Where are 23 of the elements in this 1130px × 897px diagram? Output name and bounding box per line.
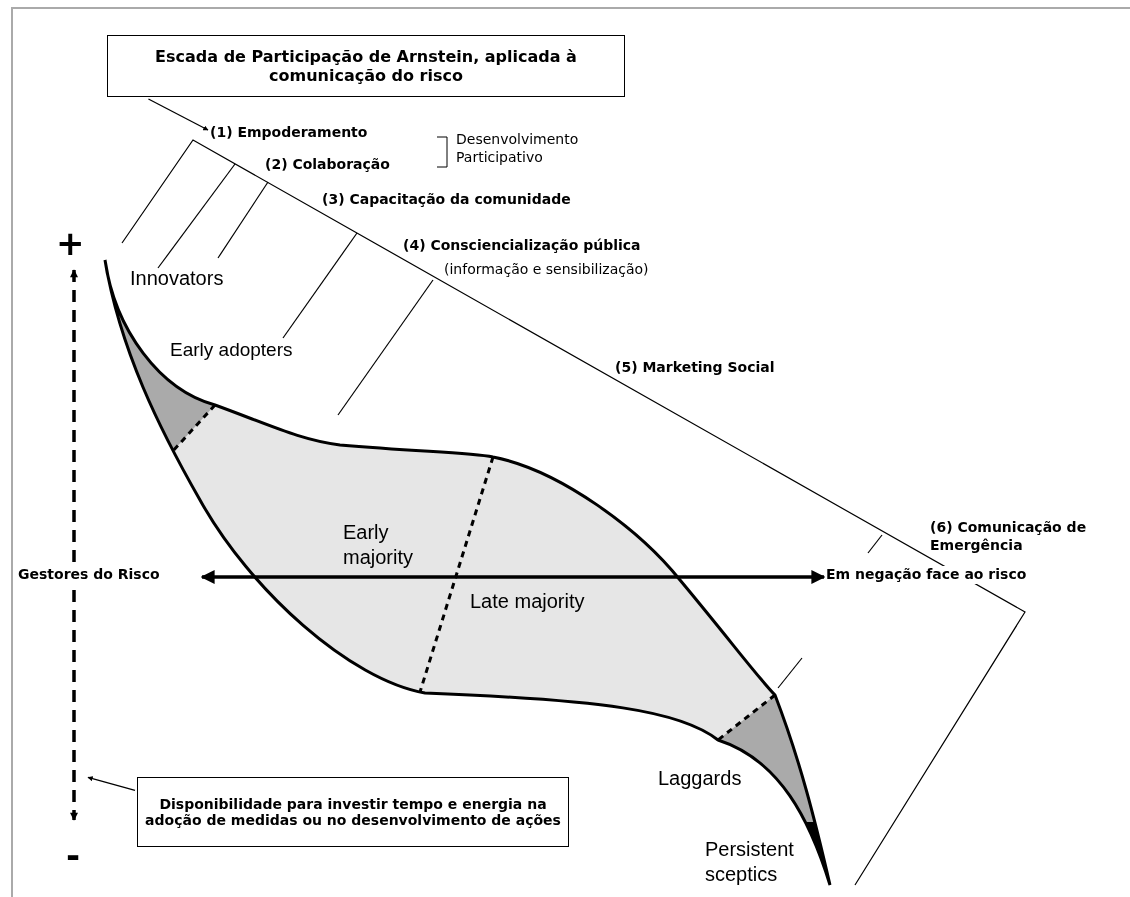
minus-sign: - [66,838,81,872]
step-label: (2) Colaboração [265,156,390,174]
title-box: Escada de Participação de Arnstein, aplicada à comunicação do risco [107,35,625,97]
segment-label: Persistent sceptics [705,837,795,887]
segment-label: Early majority [343,520,414,570]
step-label: (4) Consciencialização pública [403,237,641,255]
step-label: (6) Comunicação de Emergência [930,519,1088,554]
arrow [200,570,826,584]
group-label: Desenvolvimento Participativo [456,131,580,166]
segment-label: Late majority [470,589,585,614]
step-label: (1) Empoderamento [210,124,368,142]
axis-end-label: Em negação face ao risco [826,566,1027,584]
segment-label: Laggards [658,766,742,791]
plus-sign: + [56,226,85,260]
step-label: (3) Capacitação da comunidade [322,191,571,209]
arrow [147,98,209,131]
arrow [87,776,136,791]
step-note: (informação e sensibilização) [444,261,649,279]
note-box: Disponibilidade para investir tempo e energia na adoção de medidas ou no desenvolvimento de ações [137,777,569,847]
axis-end-label: Gestores do Risco [18,566,160,584]
step-label: (5) Marketing Social [615,359,775,377]
segment-label: Early adopters [170,338,293,362]
segment-label: Innovators [130,266,224,291]
